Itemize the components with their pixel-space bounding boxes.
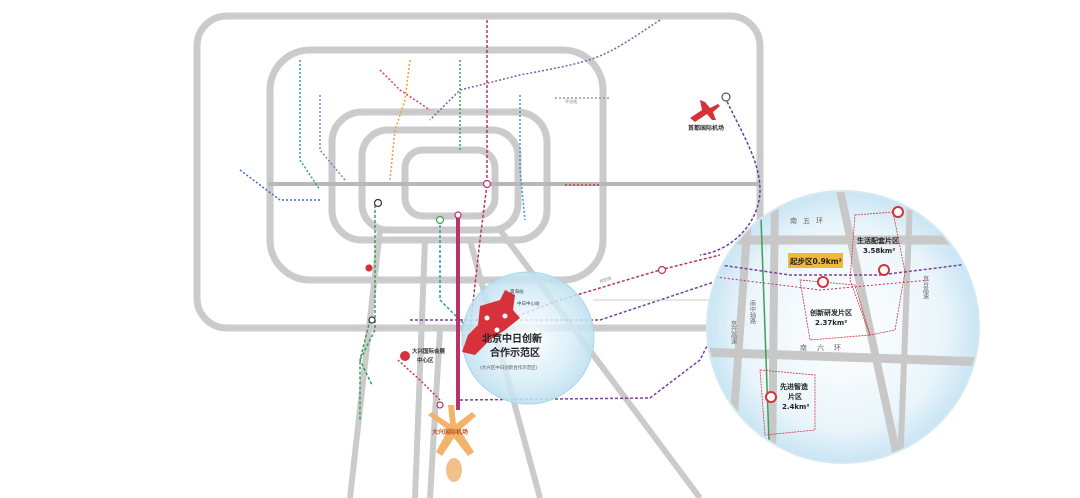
svg-text:平谷线: 平谷线 (565, 98, 577, 104)
detail-station-1 (892, 206, 904, 218)
mfg-area-label-1: 先进智造 (780, 382, 809, 391)
capital-airport: 首都国际机场 (688, 92, 731, 132)
start-area-box (788, 253, 843, 268)
detail-station-2 (878, 264, 890, 276)
daxing-zone-label: 大兴国际会展 (412, 347, 446, 355)
zone-red-shape (462, 290, 520, 355)
zone-subtitle: (大兴区中日创新合作示范区) (480, 364, 538, 371)
zone-station-b: 瀛海站 (510, 288, 524, 295)
zone-dot-1 (484, 315, 490, 321)
mfg-area-label-3: 2.4km² (782, 403, 809, 411)
svg-text:亦庄线: 亦庄线 (598, 275, 611, 284)
capital-airport-station (721, 92, 731, 102)
rnd-area-label-2: 2.37km² (815, 319, 847, 327)
detail-ring-south-label: 南六环 (800, 343, 851, 352)
detail-road-center (768, 192, 779, 462)
small-labels: 平谷线 亦庄线 (565, 98, 612, 284)
detail-road-west-label: 京开高速 (730, 319, 737, 345)
plane-icon (690, 100, 720, 122)
zone-title-line1: 北京中日创新 (482, 332, 542, 345)
zone-dot-3 (494, 327, 500, 333)
daxing-airport-label: 大兴国际机场 (432, 428, 468, 436)
daxing-zone-dot (400, 351, 410, 361)
zone-dot-2 (502, 313, 508, 319)
ring-5 (266, 46, 607, 284)
daxing-zone-label-2: 中心区 (417, 356, 434, 364)
rnd-area-outline (799, 279, 871, 341)
rnd-area-label-1: 创新研发片区 (809, 308, 852, 317)
detail-station-4 (765, 391, 777, 403)
mfg-area-label-2: 片区 (788, 392, 802, 401)
detail-road-east1 (836, 192, 904, 462)
daxing-airport: 大兴国际机场 (428, 405, 476, 482)
station-markers (365, 179, 667, 409)
zone-station-a: 中日中心站 (517, 300, 540, 307)
detail-ring-6 (708, 347, 978, 367)
detail-road-center-label: 南中轴路 (749, 299, 756, 325)
detail-station-3 (817, 276, 829, 288)
living-area-label-1: 生活配套片区 (857, 236, 899, 245)
start-area-label: 起步区0.9km² (789, 256, 842, 266)
living-area-label-2: 3.58km² (863, 247, 895, 255)
detail-road-east-label: 京台高速 (922, 274, 929, 300)
detail-map: 起步区0.9km² 生活配套片区 3.58km² 创新研发片区 2.37km² … (706, 190, 980, 464)
detail-road-east2 (897, 199, 913, 462)
detail-ring-north-label: 南五环 (790, 216, 829, 225)
capital-airport-label: 首都国际机场 (688, 124, 724, 132)
mfg-area-outline (759, 369, 816, 436)
zone-title-line2: 合作示范区 (489, 346, 540, 359)
